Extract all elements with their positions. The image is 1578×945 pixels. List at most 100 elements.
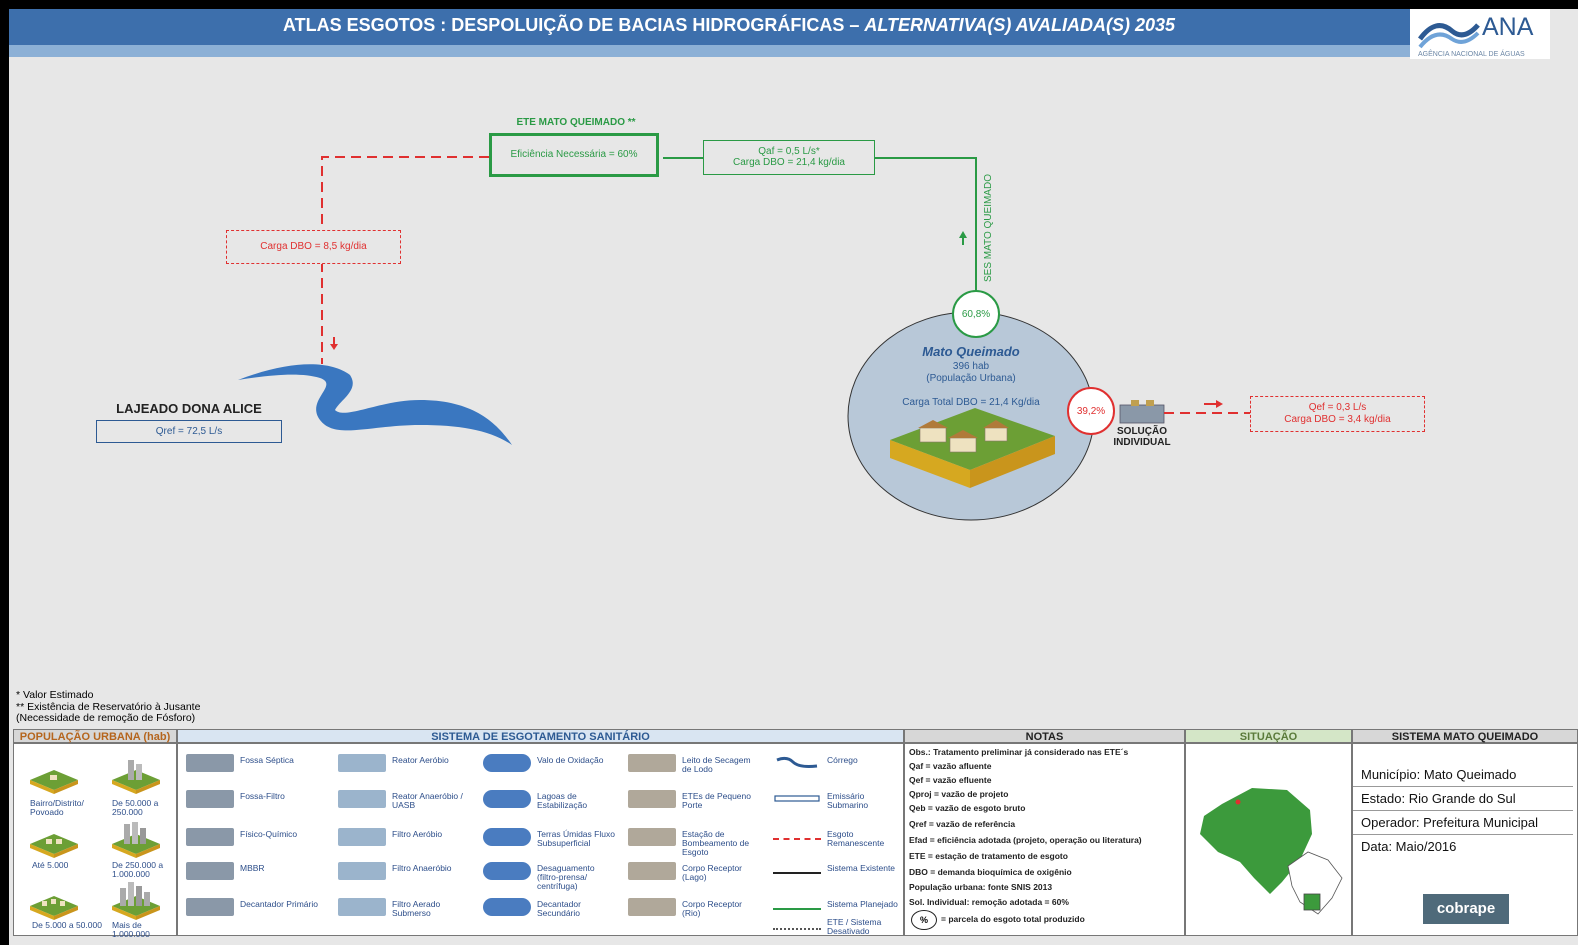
footnotes: * Valor Estimado ** Existência de Reserv… [16, 689, 201, 724]
aerobic-reactor-icon [338, 754, 386, 772]
logo-text: ANA [1482, 13, 1534, 41]
legend-label: Filtro Aeróbio [392, 829, 443, 839]
legend-label: Reator Anaeróbio / UASB [392, 791, 463, 810]
uasb-reactor-icon [338, 790, 386, 808]
aerobic-filter-icon [338, 828, 386, 846]
sanitation-diagram [238, 156, 1250, 521]
city-land-left [890, 440, 970, 488]
planned-system-icon [773, 908, 821, 910]
system-panel-title: SISTEMA DE ESGOTAMENTO SANITÁRIO [177, 729, 904, 743]
legend-label: Corpo Receptor (Lago) [682, 863, 743, 882]
individual-q: Qef = 0,3 L/s [1308, 402, 1367, 413]
location-marker [1235, 799, 1241, 805]
legend-label: Corpo Receptor (Rio) [682, 899, 743, 918]
legend-label: Fossa-Filtro [240, 791, 285, 801]
submarine-outfall-icon [773, 790, 821, 808]
city-population: 396 hab [952, 361, 990, 372]
system-legend-panel: Fossa Séptica Reator Aeróbio Valo de Oxida… [177, 743, 904, 936]
city-land-right [970, 436, 1055, 488]
secondary-clarifier-icon [483, 898, 531, 916]
logo-subtext: AGÊNCIA NACIONAL DE ÁGUAS [1418, 51, 1525, 58]
individual-output-box: Qef = 0,3 L/s Carga DBO = 3,4 kg/dia [1250, 396, 1425, 432]
city-population-type: (População Urbana) [926, 373, 1016, 384]
legend-label: ETEs de Pequeno Porte [682, 791, 751, 810]
septic-tank-icon [1119, 400, 1165, 424]
cobrape-logo: cobrape [1423, 894, 1509, 924]
stream-icon [773, 754, 821, 772]
header-bar: ATLAS ESGOTOS : DESPOLUIÇÃO DE BACIAS HI… [9, 9, 1549, 45]
legend-label: Decantador Secundário [537, 899, 581, 918]
pop-icon-50k-small [30, 896, 78, 920]
submerged-filter-icon [338, 898, 386, 916]
ete-title: ETE MATO QUEIMADO ** [516, 117, 636, 128]
discharge-load-box: Carga DBO = 8,5 kg/dia [226, 230, 401, 264]
ana-wave-icon [1418, 23, 1480, 49]
legend-label: Leito de Secagem de Lodo [682, 755, 751, 774]
collected-pct-circle [952, 290, 1000, 338]
situation-panel-title: SITUAÇÃO [1185, 729, 1352, 743]
flow-arrow-head [959, 231, 967, 238]
header-strip [9, 45, 1549, 57]
remaining-sewage-icon [773, 838, 821, 840]
situation-map [1200, 788, 1343, 915]
pop-icon-250k [112, 822, 160, 858]
pop-icon-1m [112, 882, 160, 920]
pop-icon-village [30, 770, 78, 794]
legend-label: Córrego [827, 755, 858, 765]
river-qref: Qref = 72,5 L/s [96, 420, 282, 443]
legend-label: ETE / Sistema Desativado [827, 917, 882, 936]
notes-panel-title: NOTAS [904, 729, 1185, 743]
ete-box[interactable]: Eficiência Necessária = 60% [489, 133, 659, 177]
deactivated-system-icon [773, 928, 821, 930]
legend-label: Filtro Anaeróbio [392, 863, 452, 873]
anaerobic-filter-icon [338, 862, 386, 880]
info-panel: Município: Mato Queimado Estado: Rio Gra… [1352, 743, 1578, 936]
inflow-box: Qaf = 0,5 L/s* Carga DBO = 21,4 kg/dia [703, 140, 875, 175]
info-municipio: Município: Mato Queimado [1361, 767, 1517, 782]
legend-label: Fossa Séptica [240, 755, 294, 765]
situation-panel [1185, 743, 1352, 936]
wetlands-icon [483, 828, 531, 846]
pop-icon-50k [112, 760, 160, 794]
existing-system-icon [773, 872, 821, 874]
individual-solution-label: SOLUÇÃO INDIVIDUAL [1113, 426, 1171, 448]
remaining-discharge-line [321, 156, 489, 364]
septic-tank-icon [186, 754, 234, 772]
legend-label: Valo de Oxidação [537, 755, 604, 765]
primary-clarifier-icon [186, 898, 234, 916]
info-data: Data: Maio/2016 [1361, 839, 1457, 854]
collected-pct: 60,8% [961, 309, 991, 320]
info-estado: Estado: Rio Grande do Sul [1361, 791, 1516, 806]
inflow-load: Carga DBO = 21,4 kg/dia [732, 157, 845, 168]
legend-label: Filtro Aerado Submerso [392, 899, 441, 918]
receiving-river-icon [628, 898, 676, 916]
page-title: ATLAS ESGOTOS : DESPOLUIÇÃO DE BACIAS HI… [282, 15, 1176, 35]
mbbr-icon [186, 862, 234, 880]
legend-label: Emissário Submarino [827, 791, 869, 810]
ses-label: SES MATO QUEIMADO [983, 174, 994, 282]
receiving-lake-icon [628, 862, 676, 880]
individual-load: Carga DBO = 3,4 kg/dia [1284, 414, 1391, 425]
legend-label: Reator Aeróbio [392, 755, 449, 765]
population-panel: Bairro/Distrito/ Povoado De 50.000 a 250… [13, 743, 177, 939]
ete-efficiency: Eficiência Necessária = 60% [510, 149, 638, 160]
inflow-q: Qaf = 0,5 L/s* [758, 146, 820, 157]
individual-arrow-head [1216, 400, 1223, 408]
ana-logo: ANA AGÊNCIA NACIONAL DE ÁGUAS [1410, 9, 1550, 59]
legend-label: Sistema Existente [827, 863, 896, 873]
pumping-station-icon [628, 828, 676, 846]
pct-symbol: % [911, 910, 937, 930]
planned-system-line-right [875, 157, 977, 295]
stabilization-ponds-icon [483, 790, 531, 808]
individual-pct-circle [1067, 387, 1115, 435]
legend-label: Físico-Químico [240, 829, 298, 839]
houses-icon [918, 420, 1009, 453]
small-ete-icon [628, 790, 676, 808]
legend-label: Decantador Primário [240, 899, 318, 909]
sludge-bed-icon [628, 754, 676, 772]
state-map-shape [1200, 788, 1312, 894]
legend-label: Sistema Planejado [827, 899, 898, 909]
city-total-load: Carga Total DBO = 21,4 Kg/dia [902, 397, 1040, 408]
legend-label: Lagoas de Estabilização [537, 791, 588, 810]
oxidation-ditch-icon [483, 754, 531, 772]
